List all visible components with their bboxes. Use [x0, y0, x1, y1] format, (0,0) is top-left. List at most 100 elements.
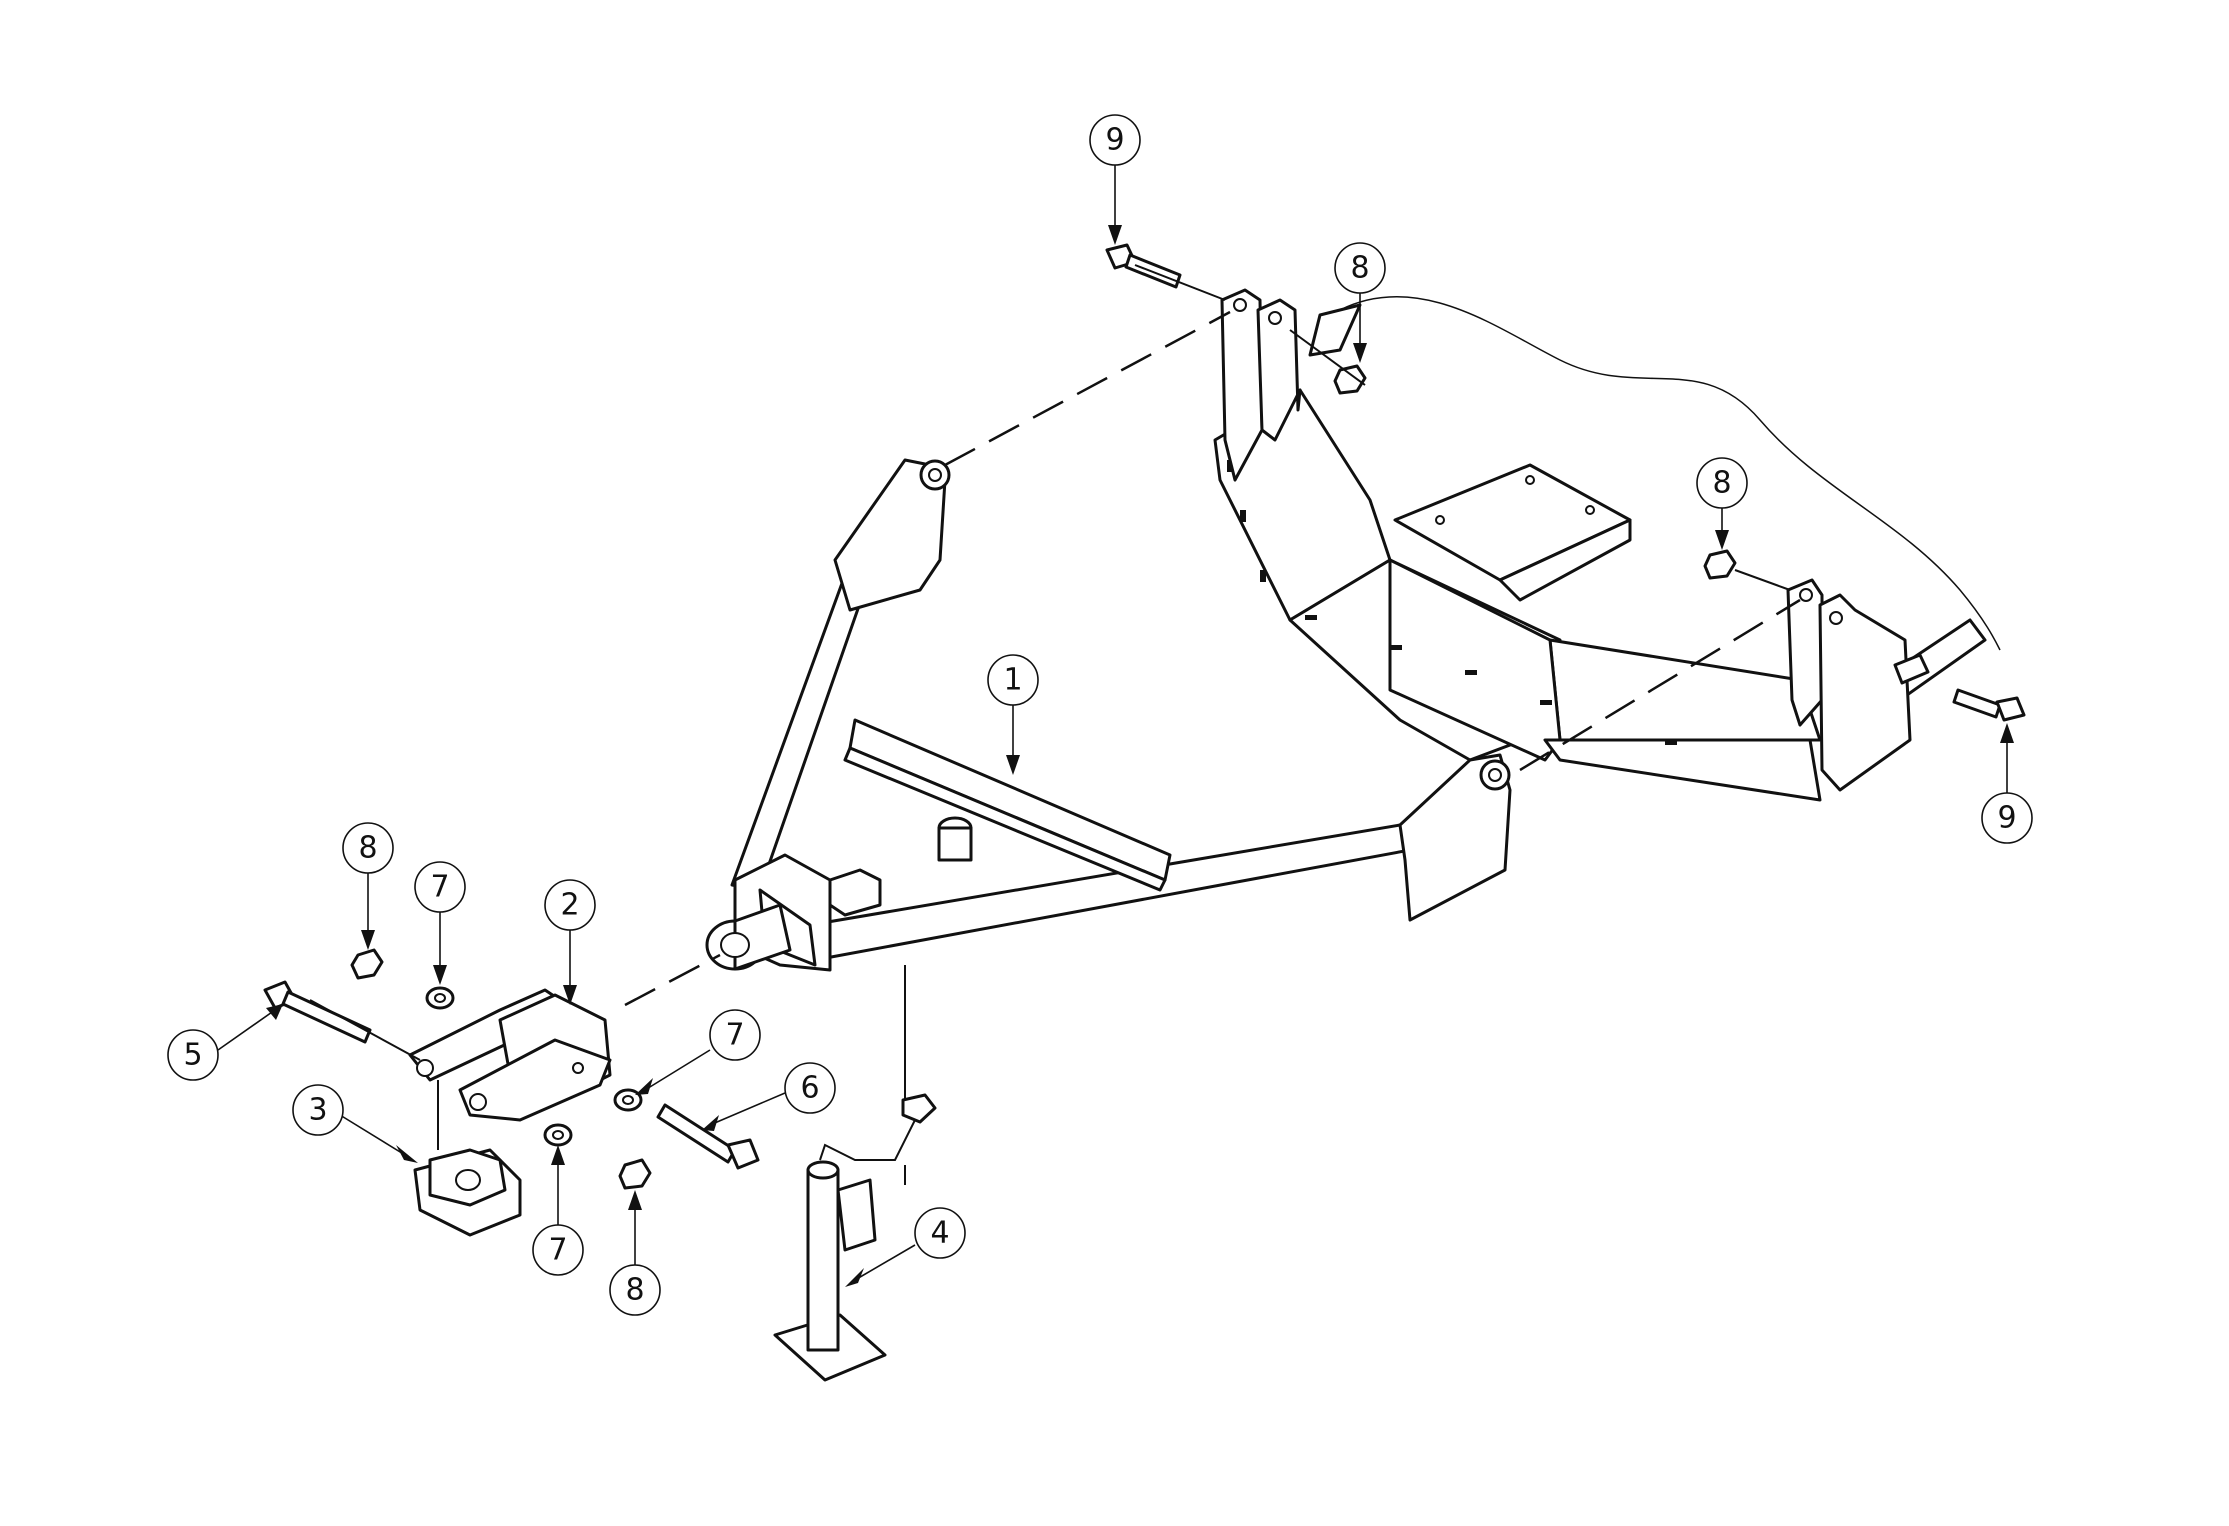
hitch-ring-hole	[455, 1169, 481, 1191]
mount-hole	[1435, 515, 1445, 525]
frame-right-plate	[1548, 638, 1822, 742]
frame-left-clevis-2	[1256, 298, 1302, 442]
callout-6-label: 6	[800, 1071, 819, 1106]
bolt-item-6	[656, 1103, 760, 1170]
arrowhead-6	[702, 1115, 719, 1131]
frame-slot	[1465, 670, 1477, 675]
tongue-assembly	[705, 458, 1512, 972]
arrowhead-5	[266, 1004, 283, 1020]
bolt-9r-head	[1995, 696, 2026, 722]
nut-8-top	[1333, 364, 1367, 395]
jack-mount-tube	[937, 826, 973, 862]
left-arm-bushing-hole	[928, 468, 942, 482]
clevis-hitch	[408, 988, 612, 1122]
leader-6	[709, 1092, 786, 1126]
tongue-cross-brace-side	[843, 746, 1167, 892]
bolt-6-shank	[656, 1103, 737, 1164]
jack-crank-knob	[901, 1093, 937, 1124]
arrowhead-9a	[1108, 225, 1122, 245]
centerline-clevis	[624, 953, 721, 1007]
hitch-ring	[413, 1148, 522, 1237]
callout-9a-label: 9	[1105, 123, 1124, 158]
main-frame-section	[1213, 288, 2001, 802]
bolt-item-9-right	[1952, 688, 2026, 722]
arrowhead-7a	[433, 965, 447, 985]
jack-bracket	[836, 1178, 877, 1252]
balloon-7a	[414, 861, 466, 913]
arrowhead-8d	[1715, 530, 1729, 550]
arrowhead-8a	[361, 930, 375, 950]
frame-slot	[1240, 510, 1246, 522]
arrowhead-9b	[2000, 723, 2014, 743]
clevis-hole	[1268, 311, 1282, 325]
frame-slot	[1390, 645, 1402, 650]
balloon-6	[784, 1062, 836, 1114]
clevis-hole	[1799, 588, 1813, 602]
frame-slot	[1665, 740, 1677, 745]
bolt-5-shank	[281, 990, 372, 1044]
bolt-item-9-top	[1105, 243, 1182, 289]
centerline-bolt-5	[309, 999, 421, 1061]
jack-tube	[806, 1168, 840, 1352]
jack-crank-arm	[819, 1119, 916, 1161]
leader-7b	[644, 1049, 711, 1091]
balloon-9a	[1089, 114, 1141, 166]
balloon-8b	[609, 1264, 661, 1316]
callout-8b-label: 8	[625, 1273, 644, 1308]
callout-7c-label: 7	[548, 1233, 567, 1268]
top-mount-plate	[1393, 463, 1632, 582]
balloon-2	[544, 879, 596, 931]
centerline-nut-8	[1289, 329, 1366, 386]
callout-8c-label: 8	[1350, 251, 1369, 286]
callout-2-label: 2	[560, 888, 579, 923]
callout-4-label: 4	[930, 1216, 949, 1251]
mount-hole	[1525, 475, 1535, 485]
leader-3	[339, 1114, 406, 1156]
right-arm-bushing-hole	[1488, 768, 1502, 782]
frame-slot	[1540, 700, 1552, 705]
callout-5-label: 5	[183, 1038, 202, 1073]
top-mount-plate-side	[1498, 518, 1632, 602]
balloon-8d	[1696, 457, 1748, 509]
balloon-7b	[709, 1009, 761, 1061]
arrowhead-2	[563, 985, 577, 1005]
nut-8-bottom	[618, 1158, 652, 1190]
washer-7-bottom-hole	[552, 1130, 564, 1140]
centerline-right-arm	[1519, 598, 1801, 772]
clevis-hole-top	[416, 1059, 434, 1077]
clevis-hole-bottom	[469, 1093, 487, 1111]
frame-slot	[1305, 615, 1317, 620]
arrowhead-8b	[628, 1190, 642, 1210]
jack-tube-top	[806, 1160, 840, 1180]
head-collar	[828, 868, 882, 917]
callout-7b-label: 7	[725, 1018, 744, 1053]
pivot-tube-bore	[720, 932, 750, 958]
frame-right-lower	[1543, 738, 1822, 802]
tongue-right-gusset	[1398, 753, 1512, 922]
arrowhead-7c	[551, 1145, 565, 1165]
nut-8-right	[1703, 549, 1737, 580]
leader-5	[217, 1009, 276, 1051]
nut-8-left	[350, 948, 384, 980]
balloon-1	[987, 654, 1039, 706]
bolt-9r-shank	[1952, 688, 2002, 719]
washer-7-right-hole	[622, 1095, 634, 1105]
callout-7a-label: 7	[430, 870, 449, 905]
balloon-4	[914, 1207, 966, 1259]
tongue-left-gusset	[833, 458, 947, 612]
clevis-hole	[1233, 298, 1247, 312]
frame-right-pin	[1893, 653, 1930, 685]
centerline-left-arm	[944, 310, 1231, 467]
washer-7-left-hole	[434, 993, 446, 1003]
arrowhead-7b	[635, 1078, 653, 1095]
centerline-nut-8-right	[1734, 569, 1791, 591]
callout-8d-label: 8	[1712, 466, 1731, 501]
bolt-item-5	[263, 980, 372, 1044]
arrowhead-1	[1006, 755, 1020, 775]
callouts: 1 2 3 4 5 6 7 7	[167, 114, 2033, 1316]
clevis-hole	[1829, 611, 1843, 625]
balloon-7c	[532, 1224, 584, 1276]
leader-4	[854, 1244, 916, 1281]
arrowhead-4	[845, 1268, 864, 1287]
